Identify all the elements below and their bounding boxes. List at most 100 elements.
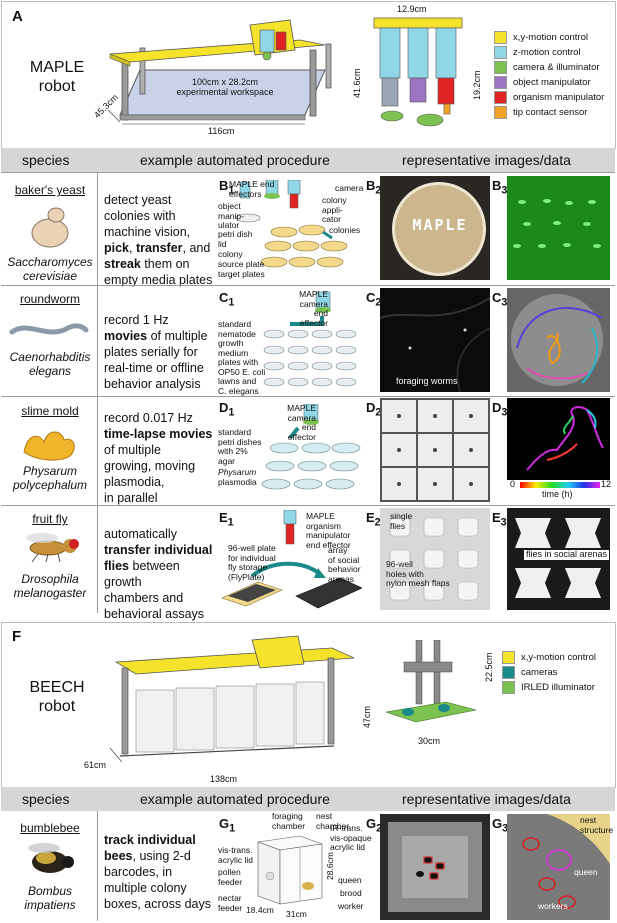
label-g3: G3	[492, 816, 508, 835]
lbl-line: holes with	[386, 568, 424, 579]
legend-label: cameras	[521, 667, 558, 678]
legend-label: object manipulator	[513, 77, 591, 88]
label-sub: 1	[228, 184, 235, 197]
g1-width: 31cm	[286, 909, 307, 919]
proc-line: detect yeast	[104, 193, 172, 207]
lbl-line: end effector	[306, 539, 351, 550]
proc-bold: bees	[104, 849, 133, 863]
maple-legend: x,y-motion control z-motion control came…	[494, 30, 612, 120]
lbl-line: end effector	[287, 422, 316, 442]
lbl-line: end effector	[299, 308, 328, 328]
label-sub: 1	[229, 822, 236, 835]
c2-foraging-label: foraging worms	[396, 376, 458, 386]
lbl-line: growth	[218, 338, 244, 348]
legend-label: x,y-motion control	[513, 32, 588, 43]
label-sub: 3	[500, 516, 507, 529]
species-column-divider-2	[97, 811, 98, 921]
latin-line1: Physarum	[22, 464, 78, 478]
proc-bold: track individual	[104, 833, 196, 847]
lbl-line: object	[218, 201, 241, 211]
lbl-line: MAPLE end	[229, 179, 275, 189]
dish-text: MAPLE	[412, 216, 468, 234]
label-letter: C	[366, 290, 376, 305]
species-slime-mold: slime mold	[21, 404, 79, 418]
proc-bold: time-lapse movies	[104, 427, 213, 441]
row-divider	[1, 396, 615, 397]
bumblebee-illustration	[28, 843, 74, 873]
legend-row: camera & illuminator	[494, 60, 612, 75]
legend-swatch	[502, 651, 515, 664]
lbl-line: petri dish	[218, 229, 253, 239]
proc-line: transfer individual	[104, 542, 216, 558]
proc-line: streak them on	[104, 256, 216, 272]
legend-swatch	[494, 31, 507, 44]
lbl-line: fly storage	[228, 562, 268, 572]
b1-colonies: colonies	[329, 225, 361, 235]
proc-text: , using 2-d	[132, 849, 191, 863]
lbl-line: single	[390, 511, 413, 521]
worm-plate-texture	[380, 297, 490, 392]
lbl-line: vis-trans.	[218, 845, 253, 855]
label-b3: B3	[492, 178, 507, 197]
g1-height: 28.6cm	[325, 852, 335, 880]
g1-worker: worker	[338, 901, 364, 911]
lbl-line: array	[328, 545, 348, 555]
proc-line: behavioral assays	[104, 607, 205, 621]
proc-line: time-lapse movies	[104, 426, 216, 442]
label-letter: B	[492, 178, 502, 193]
proc-text: between growth	[104, 559, 180, 589]
proc-line: behavior analysis	[104, 377, 201, 391]
label-sub: 1	[228, 406, 235, 419]
lbl-line: of social	[328, 554, 360, 565]
yeast-procedure-diagram	[235, 180, 348, 268]
label-c1: C1	[219, 290, 234, 309]
procedure-worm: record 1 Hz movies of multiple plates se…	[104, 312, 216, 392]
beech-head-illustration	[386, 640, 477, 723]
lbl-line: arenas	[328, 573, 354, 584]
latin-worm: Caenorhabditis elegans	[4, 350, 96, 378]
lbl-line: nectar	[218, 893, 242, 903]
lbl-line: 96-well plate	[228, 543, 276, 553]
lbl-line: foraging	[272, 811, 303, 821]
label-letter: E	[366, 510, 375, 525]
label-letter: E	[492, 510, 501, 525]
beech-robot-illustration	[109, 635, 355, 763]
worm-procedure-diagram	[263, 291, 357, 387]
proc-line: real-time or offline	[104, 361, 204, 375]
procedure-yeast: detect yeast colonies with machine visio…	[104, 192, 216, 288]
image-e2-mesh-plate	[380, 508, 490, 610]
panel-a-letter: A	[12, 8, 23, 25]
lbl-line: effectors	[229, 188, 262, 199]
lbl-line: nest	[580, 815, 597, 825]
label-sub: 2	[375, 184, 382, 197]
maple-dim-height: 41.6cm	[352, 68, 362, 98]
g3-workers-label: workers	[538, 901, 568, 911]
maple-head-illustration	[373, 17, 463, 127]
latin-line2: elegans	[28, 364, 72, 378]
species-column-divider	[97, 172, 98, 613]
latin-yeast: Saccharomyces cerevisiae	[4, 255, 96, 283]
proc-line: in parallel	[104, 491, 158, 505]
legend-label: tip contact sensor	[513, 107, 588, 118]
image-b2-yeast-plate: MAPLE	[380, 176, 490, 280]
image-d3-slime-trajectory	[507, 398, 610, 480]
lbl-line: manip-	[218, 210, 244, 221]
lbl-line: nematode	[218, 328, 256, 339]
row-divider	[1, 285, 615, 286]
legend-swatch	[494, 46, 507, 59]
lbl-line: lawns and	[218, 376, 257, 386]
image-c3-worm-tracks	[507, 288, 610, 392]
fly-procedure-diagram	[222, 510, 362, 609]
label-g1: G1	[219, 816, 235, 835]
proc-bold: transfer individual	[104, 543, 213, 557]
row-divider	[1, 505, 615, 506]
legend-row: z-motion control	[494, 45, 612, 60]
lbl-line: for individual	[228, 552, 276, 563]
